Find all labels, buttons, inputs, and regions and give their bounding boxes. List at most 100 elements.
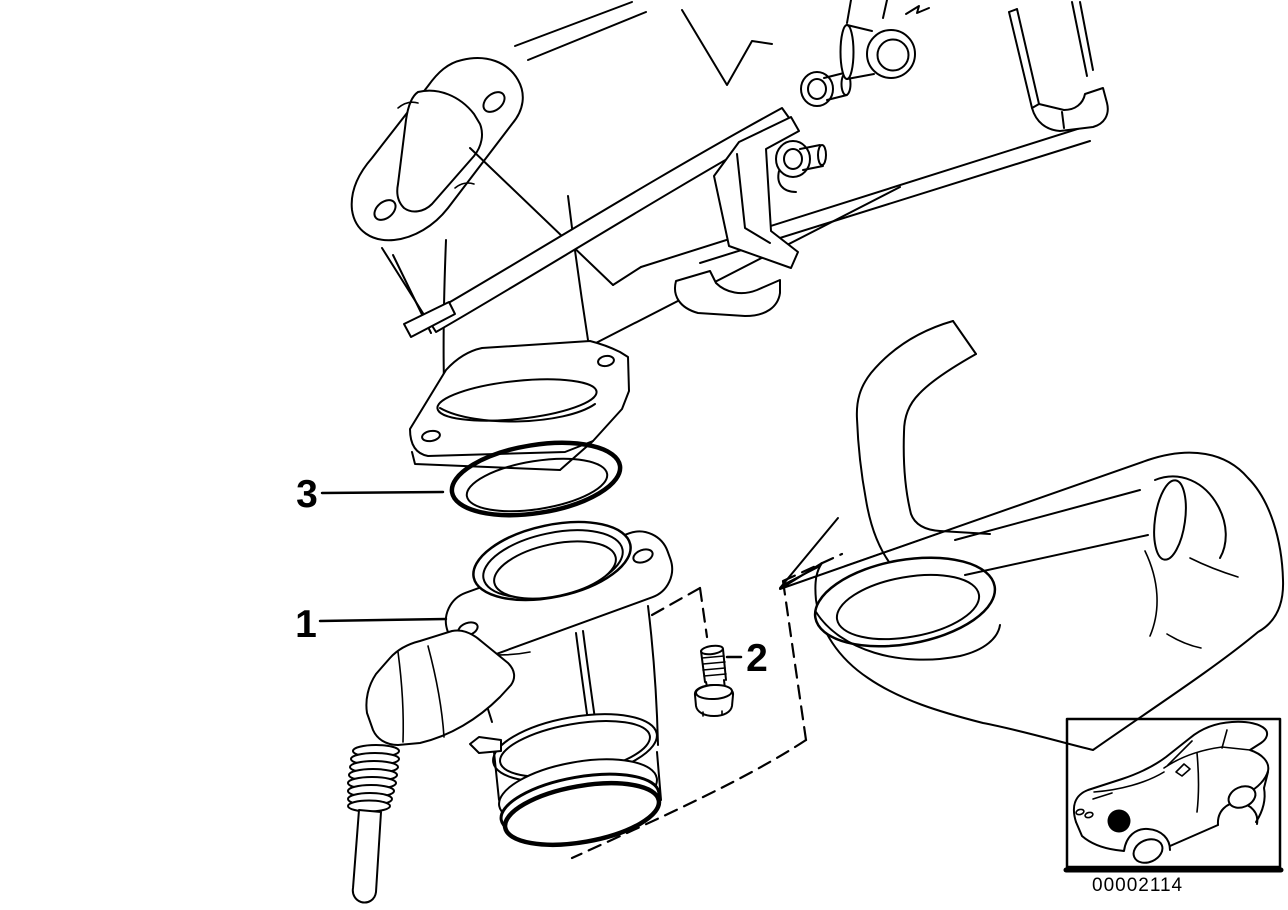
o-ring-inner [465, 457, 609, 513]
bolt-threads [701, 655, 727, 677]
funnel-right-edge [567, 195, 589, 341]
dashed-line [781, 552, 844, 583]
stud-pin [799, 144, 824, 171]
flange-bolt-hole [482, 91, 506, 113]
callout-2-label[interactable]: 2 [746, 637, 768, 680]
bolt-drawing [693, 644, 735, 717]
housing-inlet-opening [396, 89, 483, 213]
stud-pin-end [817, 144, 827, 166]
maf-top-inner [493, 540, 617, 600]
stud-washer [775, 140, 811, 178]
maf-cable [351, 809, 382, 904]
callouts: 3 1 2 [295, 473, 768, 680]
port-inner-ring [876, 38, 910, 72]
housing-chamfer-edge [591, 186, 901, 346]
boot-tip-line [779, 517, 839, 589]
support-bracket [713, 116, 800, 269]
housing-edge [1071, 1, 1088, 77]
flange-bolt-hole [373, 199, 397, 221]
engine-location-dot [1107, 809, 1131, 833]
stud-washer [800, 71, 834, 107]
boot-ring-band [815, 611, 1001, 661]
funnel-flange-hole [597, 354, 615, 368]
dashed-line [698, 586, 709, 639]
maf-tab [469, 736, 502, 754]
plate-detail-tick [397, 101, 419, 109]
stud-washer-inner [807, 78, 827, 100]
maf-body-right [647, 605, 659, 746]
clamp-detail [905, 5, 930, 15]
car-tail [1255, 771, 1269, 823]
boot-opening-inner [835, 573, 981, 641]
housing-bottom-edge [640, 125, 1088, 268]
funnel-flange-hole [421, 429, 441, 443]
o-ring-drawing [449, 440, 623, 518]
hanger-strip [1008, 8, 1040, 109]
callout-1-label[interactable]: 1 [295, 603, 317, 646]
funnel-flange-thickness [411, 451, 561, 471]
dashed-line [781, 579, 808, 742]
car-b-pillar [1221, 729, 1228, 749]
car-windshield [1167, 740, 1193, 766]
maf-connector-seam [397, 651, 405, 743]
cable-strain-relief-ribs [347, 744, 400, 813]
car-lower-body [1075, 821, 1171, 852]
clamp-foot [674, 270, 781, 317]
housing-edge [527, 11, 647, 61]
bolt-head-notch [702, 710, 723, 717]
hanger-hook [1031, 87, 1109, 132]
car-kidney-grille [1075, 808, 1085, 816]
maf-flange-hole [632, 548, 654, 564]
car-front-wheel [1132, 838, 1164, 864]
boot-wrinkle [1189, 557, 1239, 578]
dashed-line [570, 738, 808, 860]
assembly-plane-dashed-lines [570, 552, 844, 860]
bolt-thread-top [700, 644, 724, 656]
hanger-hook-line [1061, 111, 1065, 129]
maf-ring-side [493, 751, 662, 801]
vent-hose-right-edge [902, 353, 991, 535]
mass-air-flow-sensor-drawing [347, 520, 674, 904]
vent-hose-cut-end [952, 320, 977, 355]
port-line [846, 0, 888, 24]
inner-tube-line [964, 534, 1149, 576]
car-rear-wheel [1227, 785, 1257, 809]
clamp-detail [681, 9, 773, 86]
stud-washer-inner [783, 148, 803, 170]
car-headlight [1092, 792, 1113, 800]
boot-end-rim [1154, 475, 1227, 559]
callout-3-label[interactable]: 3 [296, 473, 318, 516]
car-body-outline [1072, 720, 1270, 823]
car-locator-box: 00002114 [1063, 717, 1284, 896]
car-beltline [1163, 746, 1251, 769]
housing-edge [612, 266, 642, 286]
support-bracket-line [736, 153, 771, 244]
car-kidney-grille [1084, 811, 1094, 819]
inner-tube-end [1153, 479, 1187, 561]
funnel-collar-band [439, 403, 596, 423]
boot-tip-line [782, 565, 821, 586]
o-ring-outer [449, 440, 623, 518]
car-mirror [1175, 763, 1191, 777]
callout-1-leader [318, 617, 448, 623]
intake-boot-drawing [779, 320, 1285, 751]
dashed-line [650, 586, 702, 617]
boot-top-edge [844, 532, 941, 567]
port-collar [846, 24, 875, 80]
vent-hose-left-edge [855, 320, 954, 567]
boot-wrinkle [1166, 633, 1202, 649]
car-locator-frame [1065, 717, 1282, 869]
boot-wrinkle [1144, 550, 1158, 637]
callout-3-leader [320, 490, 445, 495]
plate-detail-tick [454, 182, 475, 189]
stud-hook [777, 170, 797, 193]
maf-connector-seam [427, 645, 445, 738]
stud-pin [823, 72, 848, 101]
car-door-line [1196, 752, 1200, 813]
strut-bar-end [403, 301, 456, 338]
car-hood-crease [1093, 771, 1165, 793]
funnel-collar [436, 378, 598, 422]
housing-edge [514, 1, 633, 47]
